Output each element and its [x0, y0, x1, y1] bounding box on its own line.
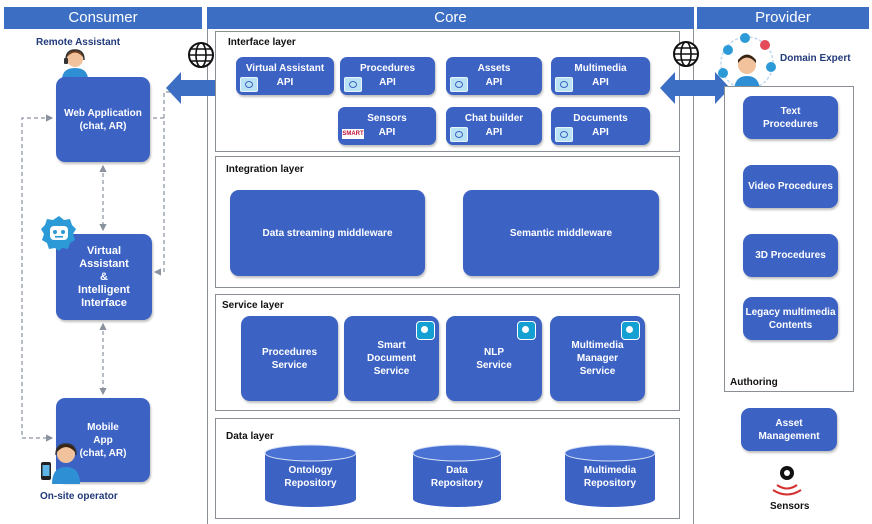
api-icon — [344, 77, 362, 92]
api-icon — [555, 77, 573, 92]
video-procedures-box[interactable]: Video Procedures — [743, 165, 838, 208]
data-repository-cylinder[interactable]: Data Repository — [412, 444, 502, 508]
repo-label: Ontology Repository — [284, 465, 337, 489]
legacy-multimedia-contents-box[interactable]: Legacy multimedia Contents — [743, 297, 838, 340]
api-sub: API — [276, 77, 294, 88]
consumer-header: Consumer — [4, 7, 202, 29]
sensor-icon — [772, 466, 802, 496]
api-name: Sensors — [367, 113, 407, 124]
procedures-service-box[interactable]: Procedures Service — [241, 316, 338, 401]
core-header: Core — [207, 7, 694, 29]
semantic-middleware-box[interactable]: Semantic middleware — [463, 190, 659, 276]
smart-badge-icon — [416, 321, 435, 340]
api-name: Chat builder — [464, 113, 524, 124]
api-name: Documents — [573, 113, 628, 124]
interface-layer-title: Interface layer — [228, 37, 296, 48]
virtual-assistant-api[interactable]: Virtual Assistant API — [236, 57, 334, 95]
core-provider-double-arrow — [660, 72, 730, 104]
smart-badge-icon — [517, 321, 536, 340]
api-sub: API — [592, 77, 609, 88]
onsite-operator-label: On-site operator — [40, 491, 118, 502]
api-sub: API — [485, 77, 503, 88]
core-column-frame — [207, 29, 694, 524]
repo-label: Multimedia Repository — [583, 465, 637, 489]
chat-builder-api[interactable]: Chat builder API — [446, 107, 542, 145]
cylinder-shape — [564, 444, 656, 507]
cylinder-shape — [264, 444, 357, 507]
api-sub: API — [378, 127, 396, 138]
provider-header: Provider — [697, 7, 869, 29]
data-layer-title: Data layer — [226, 431, 274, 442]
sensors-api[interactable]: Sensors API SMART — [338, 107, 436, 145]
api-sub: API — [592, 127, 609, 138]
assets-api[interactable]: Assets API — [446, 57, 542, 95]
data-streaming-middleware-box[interactable]: Data streaming middleware — [230, 190, 425, 276]
api-name: Assets — [477, 63, 511, 74]
virtual-assistant-box[interactable]: Virtual Assistant & Intelligent Interfac… — [56, 234, 152, 320]
documents-api[interactable]: Documents API — [551, 107, 650, 145]
api-name: Procedures — [359, 63, 416, 74]
asset-management-box[interactable]: Asset Management — [741, 408, 837, 451]
smart-badge-icon — [621, 321, 640, 340]
api-sub: API — [485, 127, 503, 138]
repo-label: Data Repository — [430, 465, 484, 489]
api-sub: API — [379, 77, 396, 88]
api-icon — [240, 77, 258, 92]
sensors-label: Sensors — [770, 501, 810, 512]
domain-expert-label: Domain Expert — [780, 53, 851, 64]
smart-tag: SMART — [342, 129, 364, 139]
procedures-api[interactable]: Procedures API — [340, 57, 435, 95]
web-application-box[interactable]: Web Application (chat, AR) — [56, 77, 150, 162]
consumer-connectors — [21, 91, 174, 442]
cylinder-shape — [412, 444, 502, 507]
text-procedures-box[interactable]: Text Procedures — [743, 96, 838, 139]
multimedia-manager-service-box[interactable]: Multimedia Manager Service — [550, 316, 645, 401]
3d-procedures-box[interactable]: 3D Procedures — [743, 234, 838, 277]
api-icon — [450, 127, 468, 142]
api-name: Virtual Assistant — [245, 63, 325, 74]
multimedia-api[interactable]: Multimedia API — [551, 57, 650, 95]
globe-icon — [188, 42, 214, 68]
service-layer-title: Service layer — [222, 300, 284, 311]
multimedia-repository-cylinder[interactable]: Multimedia Repository — [564, 444, 656, 508]
onsite-operator-avatar-icon — [41, 443, 80, 484]
api-name: Multimedia — [574, 63, 627, 74]
api-icon — [555, 127, 573, 142]
remote-assistant-label: Remote Assistant — [36, 37, 121, 48]
ontology-repository-cylinder[interactable]: Ontology Repository — [264, 444, 357, 508]
authoring-title: Authoring — [730, 377, 778, 388]
api-icon — [450, 77, 468, 92]
integration-layer-title: Integration layer — [226, 164, 304, 175]
globe-icon — [673, 41, 699, 67]
